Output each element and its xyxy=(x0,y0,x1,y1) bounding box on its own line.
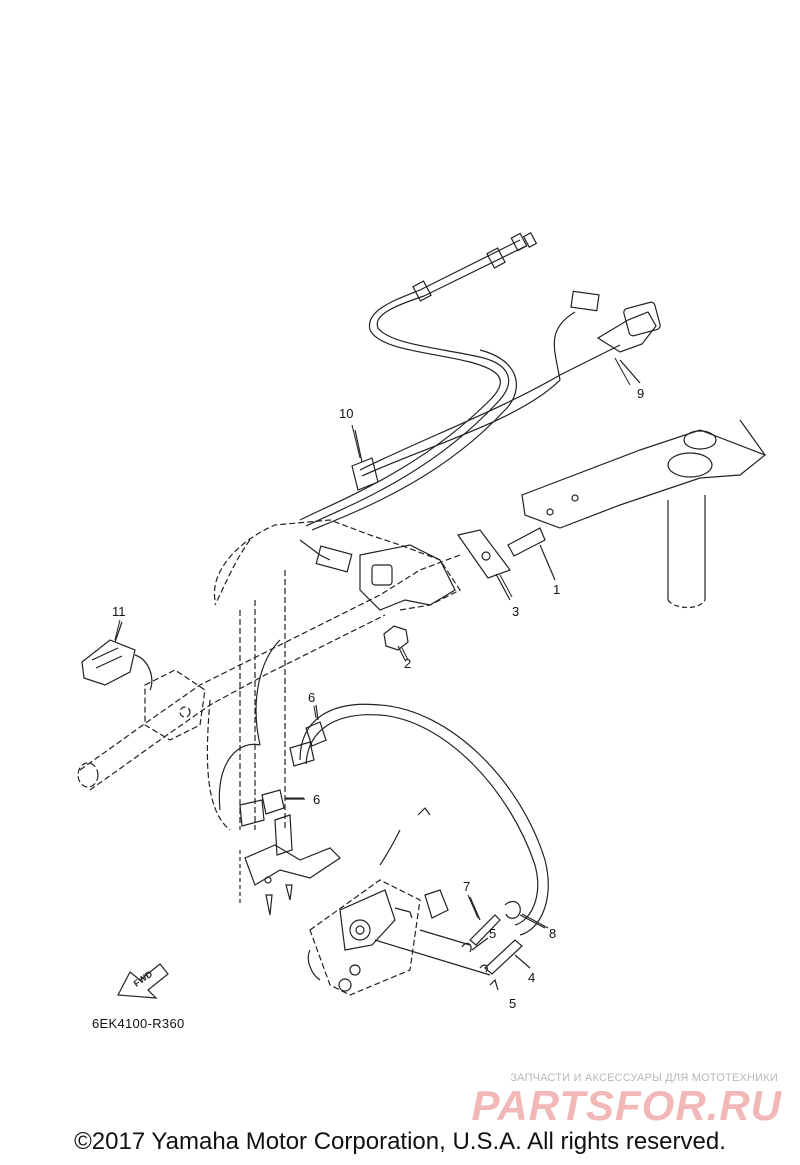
fwd-arrow-icon xyxy=(117,963,169,999)
pin-5-lower xyxy=(479,964,499,991)
clamp-10 xyxy=(351,429,379,491)
stop-switch-11 xyxy=(81,621,153,691)
copyright-notice: ©2017 Yamaha Motor Corporation, U.S.A. A… xyxy=(74,1128,726,1155)
callout-5-lower: 5 xyxy=(509,996,516,1011)
mount-plate xyxy=(239,814,341,916)
callout-8: 8 xyxy=(549,926,556,941)
nut-2 xyxy=(383,625,409,661)
callout-4: 4 xyxy=(528,970,535,985)
cable-end-7 xyxy=(469,896,501,946)
connector-harness xyxy=(299,539,456,611)
control-cables xyxy=(299,232,538,531)
callout-6-upper: 6 xyxy=(308,690,315,705)
pin-1 xyxy=(507,527,556,581)
callout-7: 7 xyxy=(463,879,470,894)
callout-10: 10 xyxy=(339,406,353,421)
watermark-brand: PARTSFOR.RU xyxy=(471,1082,782,1129)
steering-bracket xyxy=(521,419,767,609)
callout-5-upper: 5 xyxy=(489,926,496,941)
watermark-tagline: ЗАПЧАСТИ И АКСЕССУАРЫ ДЛЯ МОТОТЕХНИКИ xyxy=(510,1072,778,1084)
clip-6-lower xyxy=(239,789,305,827)
clip-8 xyxy=(504,900,546,929)
pin-5-upper xyxy=(461,937,489,953)
wire-harness xyxy=(359,290,661,477)
tiller-handle xyxy=(77,519,461,831)
callout-1: 1 xyxy=(553,582,560,597)
throttle-cable-loop xyxy=(218,639,549,936)
throttle-assembly xyxy=(307,807,491,996)
diagram-code: 6EK4100-R360 xyxy=(92,1016,185,1031)
callout-6-lower: 6 xyxy=(313,792,320,807)
clip-6-upper xyxy=(289,704,327,767)
plate-3 xyxy=(456,529,511,601)
callout-9: 9 xyxy=(637,386,644,401)
callout-3: 3 xyxy=(512,604,519,619)
callout-2: 2 xyxy=(404,656,411,671)
joint-4 xyxy=(484,939,531,975)
leader-lines xyxy=(114,357,631,929)
callout-11: 11 xyxy=(112,604,126,619)
